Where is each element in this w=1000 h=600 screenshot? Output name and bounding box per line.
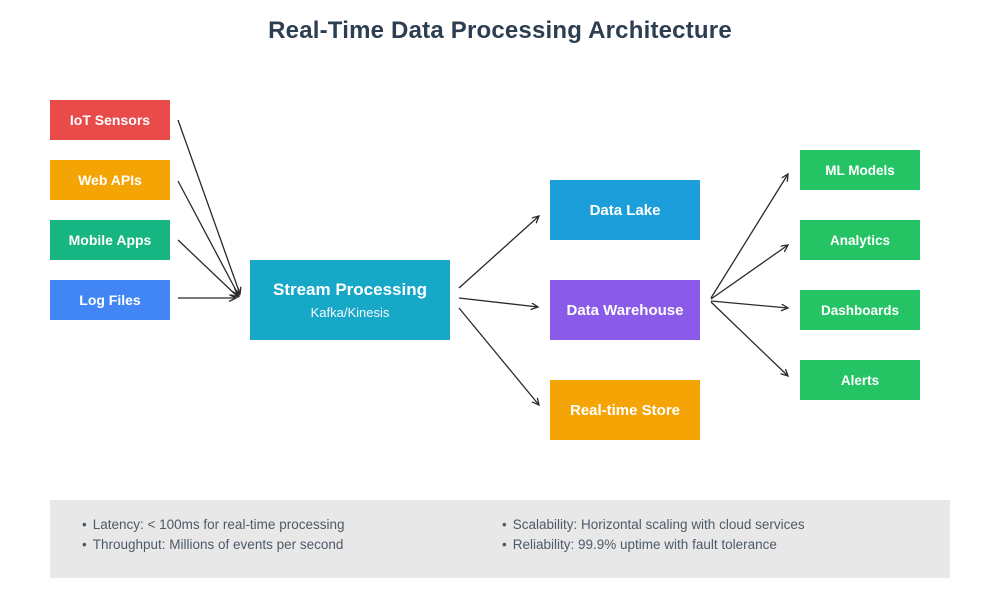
node-mobile-apps: Mobile Apps: [50, 220, 170, 260]
node-data-lake-label: Data Lake: [589, 201, 661, 219]
node-dashboards-label: Dashboards: [820, 302, 900, 318]
notes-column-right: • Scalability: Horizontal scaling with cl…: [502, 515, 805, 555]
node-ml-models: ML Models: [800, 150, 920, 190]
notes-column-left: • Latency: < 100ms for real-time processi…: [82, 515, 344, 555]
arrow-stream-to-realtimestore: [458, 307, 539, 405]
arrow-stream-to-warehouse: [458, 297, 538, 307]
note-latency-text: Latency: < 100ms for real-time processin…: [92, 517, 345, 532]
node-iot-sensors-label: IoT Sensors: [69, 112, 151, 128]
node-mobile-apps-label: Mobile Apps: [68, 232, 152, 248]
note-reliability-text: Reliability: 99.9% uptime with fault tol…: [512, 537, 777, 552]
bullet-glyph: •: [82, 537, 87, 552]
arrow-warehouse-to-mlmodels: [710, 174, 788, 299]
note-latency: • Latency: < 100ms for real-time processi…: [82, 515, 344, 535]
note-scalability-text: Scalability: Horizontal scaling with clo…: [512, 517, 805, 532]
node-alerts: Alerts: [800, 360, 920, 400]
node-web-apis-label: Web APIs: [78, 172, 142, 188]
arrow-warehouse-to-dashboards: [710, 300, 788, 308]
node-data-warehouse: Data Warehouse: [550, 280, 700, 340]
arrow-warehouse-to-analytics: [710, 245, 788, 300]
arrow-warehouse-to-alerts: [710, 301, 788, 376]
node-data-warehouse-label: Data Warehouse: [566, 301, 684, 319]
node-stream-processing-sublabel: Kafka/Kinesis: [310, 305, 390, 320]
node-stream-processing: Stream Processing Kafka/Kinesis: [250, 260, 450, 340]
node-web-apis: Web APIs: [50, 160, 170, 200]
arrow-mobile-to-stream: [177, 239, 238, 297]
node-real-time-store-label: Real-time Store: [569, 401, 681, 419]
note-reliability: • Reliability: 99.9% uptime with fault to…: [502, 535, 805, 555]
node-real-time-store: Real-time Store: [550, 380, 700, 440]
arrow-iot-to-stream: [177, 119, 240, 294]
bullet-glyph: •: [502, 517, 507, 532]
node-log-files-label: Log Files: [79, 292, 141, 308]
notes-panel: [50, 500, 950, 578]
node-data-lake: Data Lake: [550, 180, 700, 240]
node-analytics-label: Analytics: [829, 232, 891, 248]
node-stream-processing-label: Stream Processing: [272, 280, 427, 299]
node-dashboards: Dashboards: [800, 290, 920, 330]
bullet-glyph: •: [502, 537, 507, 552]
node-iot-sensors: IoT Sensors: [50, 100, 170, 140]
node-log-files: Log Files: [50, 280, 170, 320]
note-throughput-text: Throughput: Millions of events per secon…: [92, 537, 344, 552]
node-ml-models-label: ML Models: [825, 162, 895, 178]
arrow-webapis-to-stream: [177, 180, 239, 296]
note-throughput: • Throughput: Millions of events per seco…: [82, 535, 344, 555]
arrow-stream-to-datalake: [458, 216, 539, 289]
node-alerts-label: Alerts: [840, 372, 880, 388]
page-title: Real-Time Data Processing Architecture: [268, 17, 732, 44]
bullet-glyph: •: [82, 517, 87, 532]
note-scalability: • Scalability: Horizontal scaling with cl…: [502, 515, 805, 535]
node-analytics: Analytics: [800, 220, 920, 260]
